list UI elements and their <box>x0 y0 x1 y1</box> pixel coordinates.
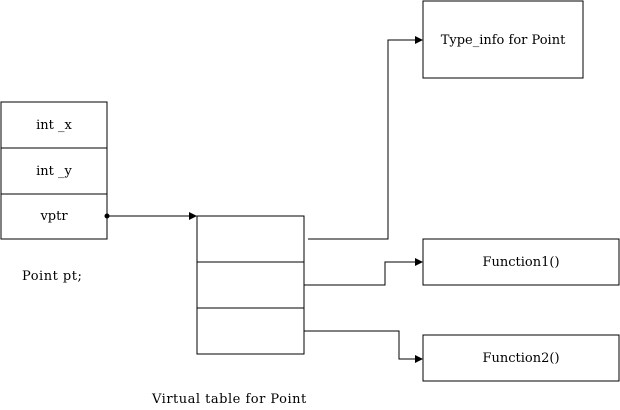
field-x-cell <box>0 101 108 149</box>
type-info-label: Type_info for Point <box>441 33 566 48</box>
object-caption: Point pt; <box>22 269 82 284</box>
function2-label: Function2() <box>482 351 559 366</box>
function2-box: Function2() <box>422 334 620 382</box>
function1-label: Function1() <box>482 255 559 270</box>
vtable-slot-3 <box>196 307 305 355</box>
field-y-cell <box>0 147 108 195</box>
vtable-slot-2 <box>196 261 305 309</box>
vtable-slot-1 <box>196 215 305 263</box>
vptr-cell <box>0 193 108 240</box>
virtual-table <box>196 215 305 355</box>
field-x-label: int _x <box>36 118 72 133</box>
slot3-to-function2-arrow <box>304 330 423 363</box>
point-object: int _x int _y vptr <box>0 101 108 240</box>
function1-rect <box>422 238 620 286</box>
function2-rect <box>422 334 620 382</box>
vptr-label: vptr <box>39 209 68 224</box>
slot2-to-function1-arrow <box>304 258 423 286</box>
type-info-rect <box>422 0 584 79</box>
type-info-box: Type_info for Point <box>422 0 584 79</box>
vtable-caption: Virtual table for Point <box>151 392 307 407</box>
field-y-label: int _y <box>36 164 72 179</box>
function1-box: Function1() <box>422 238 620 286</box>
slot1-to-type-info-arrow <box>308 36 423 240</box>
